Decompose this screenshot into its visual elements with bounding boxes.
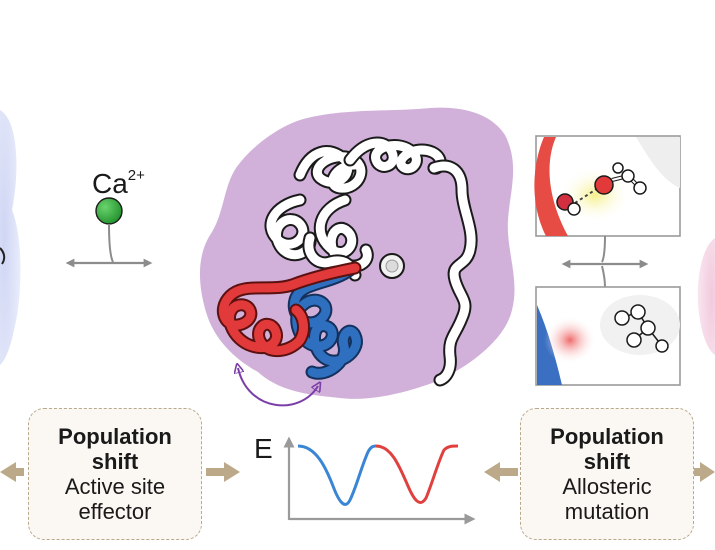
- calcium-charge: 2+: [127, 167, 145, 184]
- left-population-shift-box: Population shift Active site effector: [28, 408, 202, 540]
- left-box-arrows: [0, 462, 240, 482]
- left-box-line-3: Active site: [64, 474, 166, 499]
- right-box-line-3: Allosteric: [562, 474, 652, 499]
- right-edge-protein-surface: [697, 238, 715, 355]
- energy-well-blue: [297, 444, 377, 506]
- energy-landscape-plot: [283, 436, 476, 525]
- right-box-line-1: Population: [550, 424, 664, 449]
- left-box-line-2: shift: [91, 449, 139, 474]
- helix-cross-section-core: [385, 259, 399, 273]
- right-box-line-2: shift: [583, 449, 631, 474]
- calcium-ion-label: Ca2+: [92, 160, 145, 200]
- left-edge-tube-fragment: [0, 247, 6, 265]
- left-edge-protein-surface: [0, 110, 21, 365]
- conformer-transition-arrow: [238, 368, 318, 407]
- right-box-line-4: mutation: [564, 499, 650, 524]
- right-box-arrows: [484, 462, 715, 482]
- effector-inset-panel: [534, 135, 681, 237]
- inset-connector: [561, 235, 649, 288]
- right-population-shift-box: Population shift Allosteric mutation: [520, 408, 694, 540]
- left-box-line-4: effector: [78, 499, 152, 524]
- mutation-inset-panel: [535, 286, 681, 386]
- energy-well-red: [375, 444, 459, 504]
- left-box-line-1: Population: [58, 424, 172, 449]
- ion-connector-line: [108, 223, 114, 263]
- calcium-ion-icon: [95, 197, 123, 225]
- calcium-symbol: Ca: [92, 168, 128, 199]
- energy-axis-label: E: [254, 433, 273, 464]
- red-conformer-loop: [216, 261, 362, 358]
